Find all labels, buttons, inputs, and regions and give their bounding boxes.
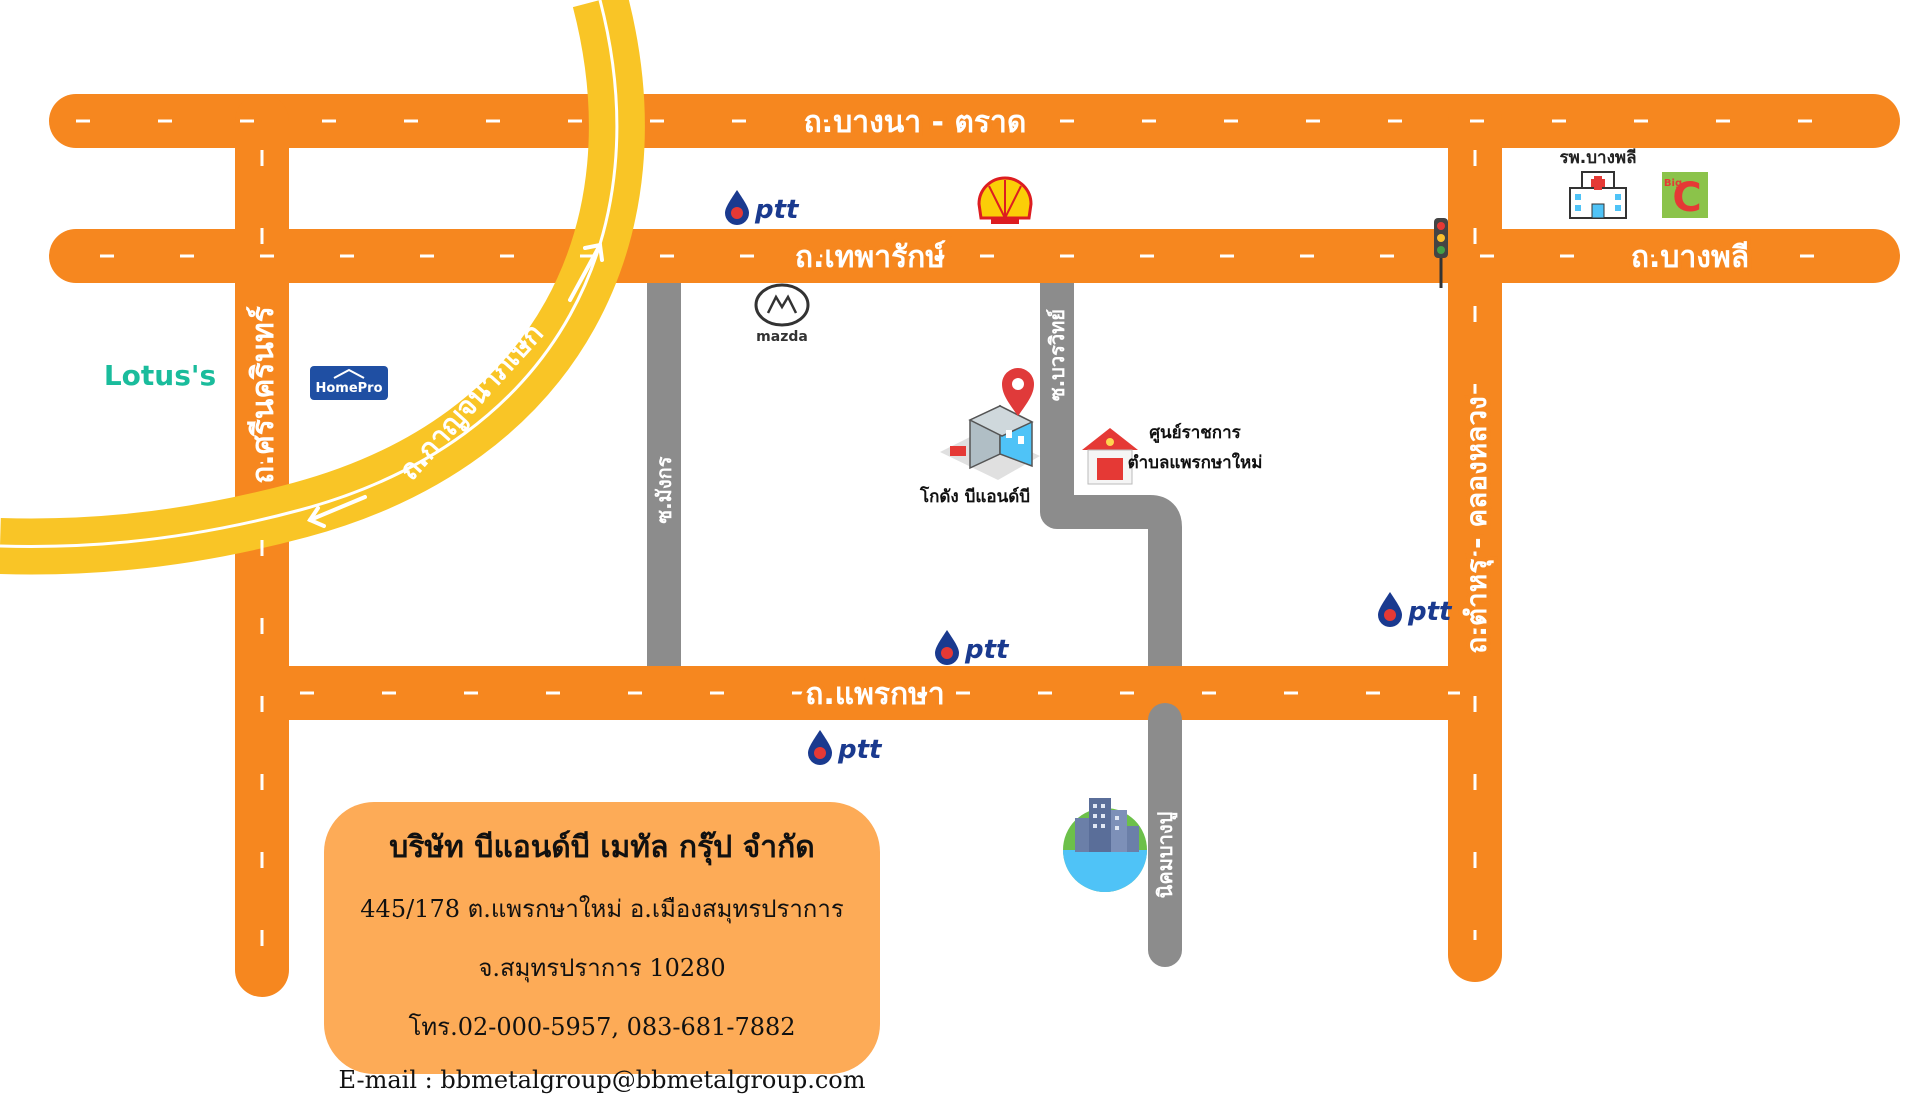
label-soi-bowornwit: ซ.บวรวิทย์ xyxy=(1045,309,1069,401)
gov-center-label-1: ศูนย์ราชการ xyxy=(1149,422,1241,444)
lotus-logo: Lotus's xyxy=(104,359,216,392)
label-theparak: ถ.เทพารักษ์ xyxy=(795,240,946,275)
ptt-logo-2: ptt xyxy=(935,630,1010,665)
hospital: รพ.บางพลี xyxy=(1559,147,1637,219)
company-email[interactable]: E-mail : bbmetalgroup@bbmetalgroup.com xyxy=(338,1066,866,1094)
label-nikhom-bangpu: นิคมบางปู xyxy=(1153,812,1179,899)
label-phraeksa: ถ.แพรกษา xyxy=(805,677,945,712)
shell-logo-icon xyxy=(977,176,1033,224)
bigc-label: Big xyxy=(1664,178,1682,189)
ptt-logo-3: ptt xyxy=(1378,592,1453,627)
soi-roads xyxy=(647,283,1182,967)
bigc-c-icon: C xyxy=(1672,175,1701,221)
company-name: บริษัท บีแอนด์บี เมทัล กรุ๊ป จำกัด xyxy=(389,830,815,865)
company-address-1: 445/178 ต.แพรกษาใหม่ อ.เมืองสมุทรปราการ xyxy=(360,895,844,923)
house-roof-icon xyxy=(333,368,365,379)
traffic-light-icon xyxy=(1434,218,1448,288)
gov-center: ศูนย์ราชการ ตำบลแพรกษาใหม่ xyxy=(1082,422,1263,485)
road-soi-bowornwit xyxy=(1040,283,1182,666)
company-phone: โทร.02-000-5957, 083-681-7882 xyxy=(408,1013,796,1041)
company-address-2: จ.สมุทรปราการ 10280 xyxy=(478,954,726,982)
label-soi-mangkorn: ซ.มังกร xyxy=(652,456,676,523)
bigc-logo: C Big xyxy=(1662,172,1708,221)
ptt-label: ptt xyxy=(754,195,800,225)
ptt-label: ptt xyxy=(964,635,1010,665)
warehouse-building-icon xyxy=(940,404,1040,480)
lane-dashes xyxy=(300,691,1460,695)
warehouse-label: โกดัง บีแอนด์บี xyxy=(919,486,1030,507)
hospital-icon xyxy=(1569,171,1627,219)
label-bang-phli: ถ.บางพลี xyxy=(1631,240,1749,275)
gov-center-label-2: ตำบลแพรกษาใหม่ xyxy=(1128,452,1263,473)
ptt-logo-1: ptt xyxy=(725,190,800,225)
city-buildings-icon xyxy=(1063,798,1147,892)
warehouse: โกดัง บีแอนด์บี xyxy=(919,368,1040,507)
company-info-box: บริษัท บีแอนด์บี เมทัล กรุ๊ป จำกัด 445/1… xyxy=(324,802,880,1094)
arrow-left-icon xyxy=(307,495,367,528)
arrow-up-icon xyxy=(568,242,604,302)
mazda-logo: mazda xyxy=(754,283,810,345)
homepro-logo: HomePro xyxy=(310,366,388,400)
ptt-logo-4: ptt xyxy=(808,730,883,765)
mazda-label: mazda xyxy=(756,329,808,345)
label-srinakarin: ถ.ศรีนครินทร์ xyxy=(246,306,281,484)
ring-road-arrows xyxy=(307,242,604,528)
homepro-label: HomePro xyxy=(315,381,382,396)
hospital-label: รพ.บางพลี xyxy=(1559,147,1636,168)
label-bangna-trat: ถ.บางนา - ตราด xyxy=(804,105,1027,140)
ptt-label: ptt xyxy=(1407,597,1453,627)
fire-station-icon xyxy=(1082,428,1138,485)
mazda-emblem-icon xyxy=(754,283,810,327)
label-tamru-khlong-luang: ถ.ตำหรุ - คลองหลวง xyxy=(1460,396,1494,654)
location-pin-icon xyxy=(1002,368,1034,416)
ptt-label: ptt xyxy=(837,735,883,765)
